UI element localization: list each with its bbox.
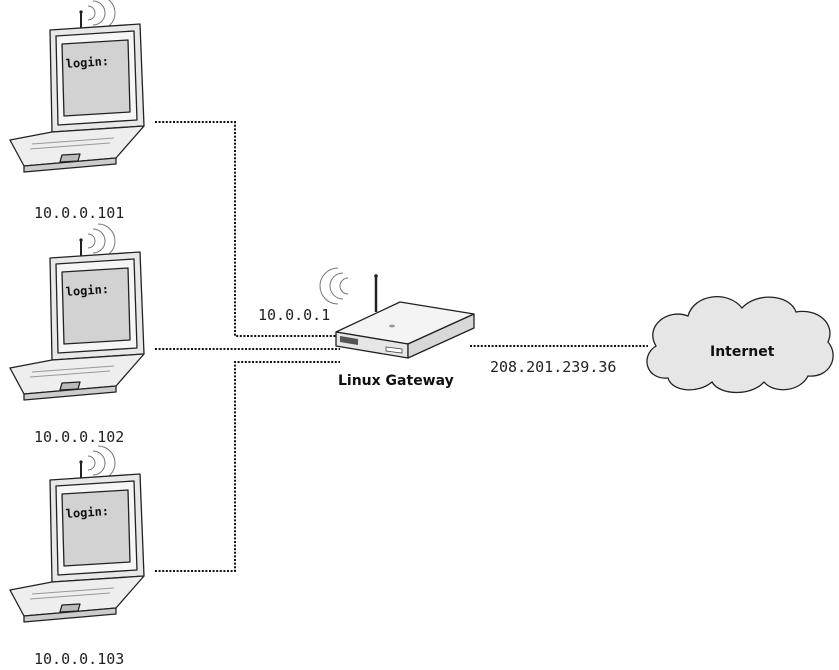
gateway-lan-ip: 10.0.0.1: [258, 306, 330, 324]
cloud-icon: [646, 296, 834, 394]
laptop-ip-label: 10.0.0.101: [34, 204, 124, 222]
laptop-screen-text: login:: [65, 282, 109, 299]
laptop-103: login:: [9, 445, 145, 623]
laptop-ip-label: 10.0.0.103: [34, 650, 124, 668]
laptop-icon: [9, 0, 145, 173]
laptop-screen-text: login:: [65, 54, 109, 71]
laptop-screen-text: login:: [65, 504, 109, 521]
internet-cloud: Internet: [646, 296, 834, 394]
link-laptop-103-gateway: [155, 361, 340, 572]
gateway-name: Linux Gateway: [338, 373, 454, 389]
laptop-icon: [9, 223, 145, 401]
laptop-102: login:: [9, 223, 145, 401]
link-laptop-101-gateway: [155, 121, 340, 337]
laptop-ip-label: 10.0.0.102: [34, 428, 124, 446]
internet-label: Internet: [710, 344, 775, 360]
gateway-router: [318, 266, 476, 360]
router-icon: [318, 266, 476, 360]
laptop-icon: [9, 445, 145, 623]
gateway-wan-ip: 208.201.239.36: [490, 358, 616, 376]
laptop-101: login:: [9, 0, 145, 173]
